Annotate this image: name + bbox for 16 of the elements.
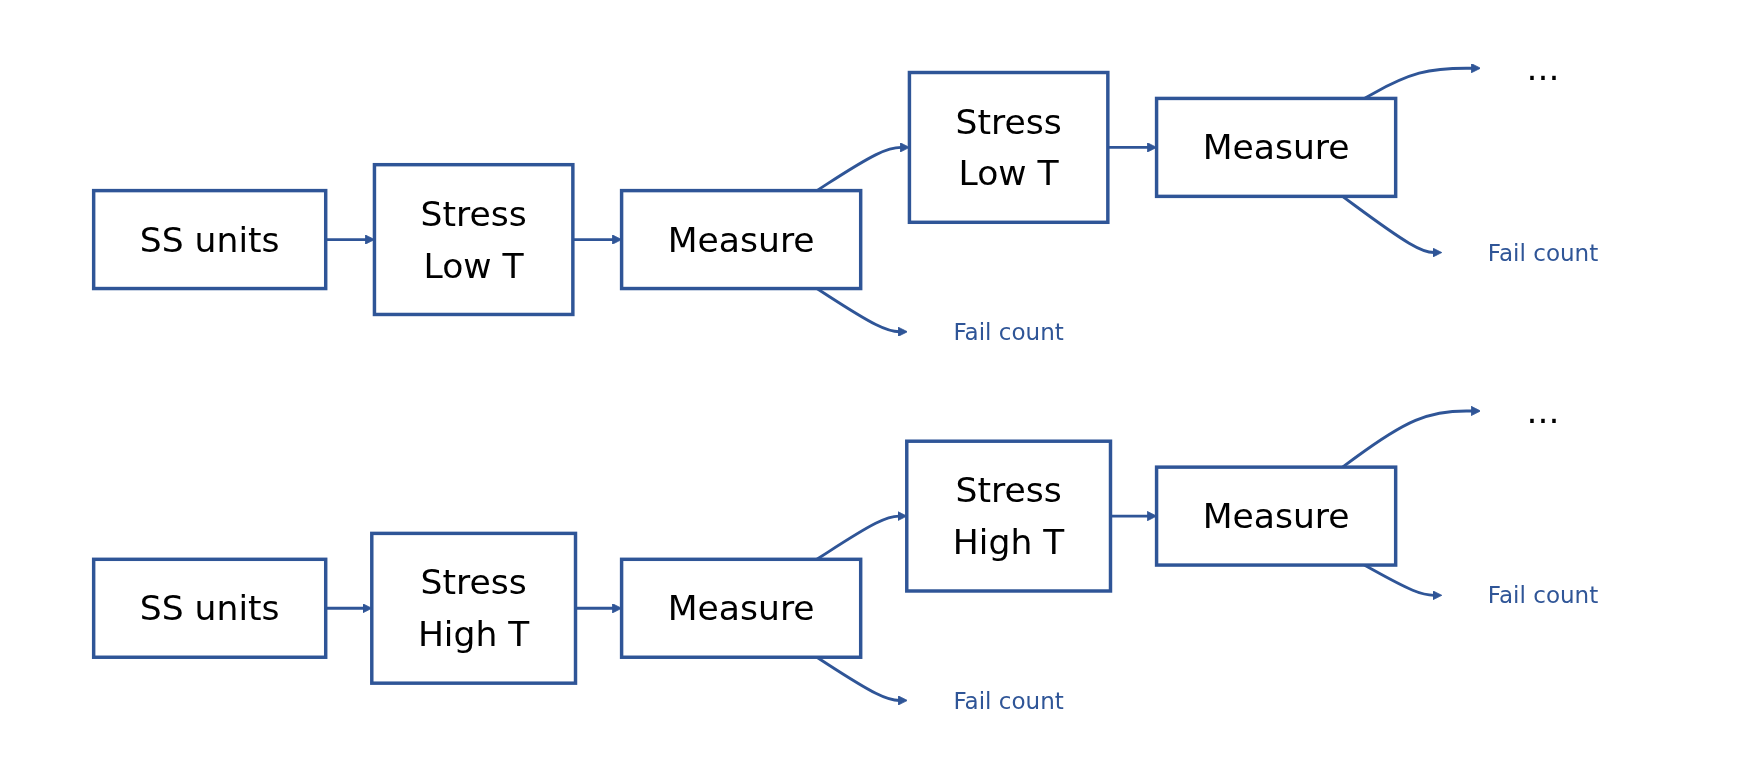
node-box: Stress Low T xyxy=(907,70,1110,224)
node-box: Measure xyxy=(619,188,863,290)
node-text: Fail count xyxy=(1487,238,1599,266)
node-text: Fail count xyxy=(1487,580,1599,609)
node-box: SS units xyxy=(91,188,328,290)
node-text: Fail count xyxy=(953,686,1064,714)
node-text: ... xyxy=(1526,47,1560,88)
node-box: Measure xyxy=(1154,464,1398,567)
node-box: Stress High T xyxy=(905,438,1113,593)
node-box: Measure xyxy=(619,557,863,659)
node-box: Measure xyxy=(1154,96,1398,198)
node-box: Stress Low T xyxy=(372,162,575,316)
node-text: ... xyxy=(1526,390,1560,431)
node-text: Fail count xyxy=(953,317,1064,346)
node-box: Stress High T xyxy=(370,531,578,685)
node-box: SS units xyxy=(91,557,328,659)
